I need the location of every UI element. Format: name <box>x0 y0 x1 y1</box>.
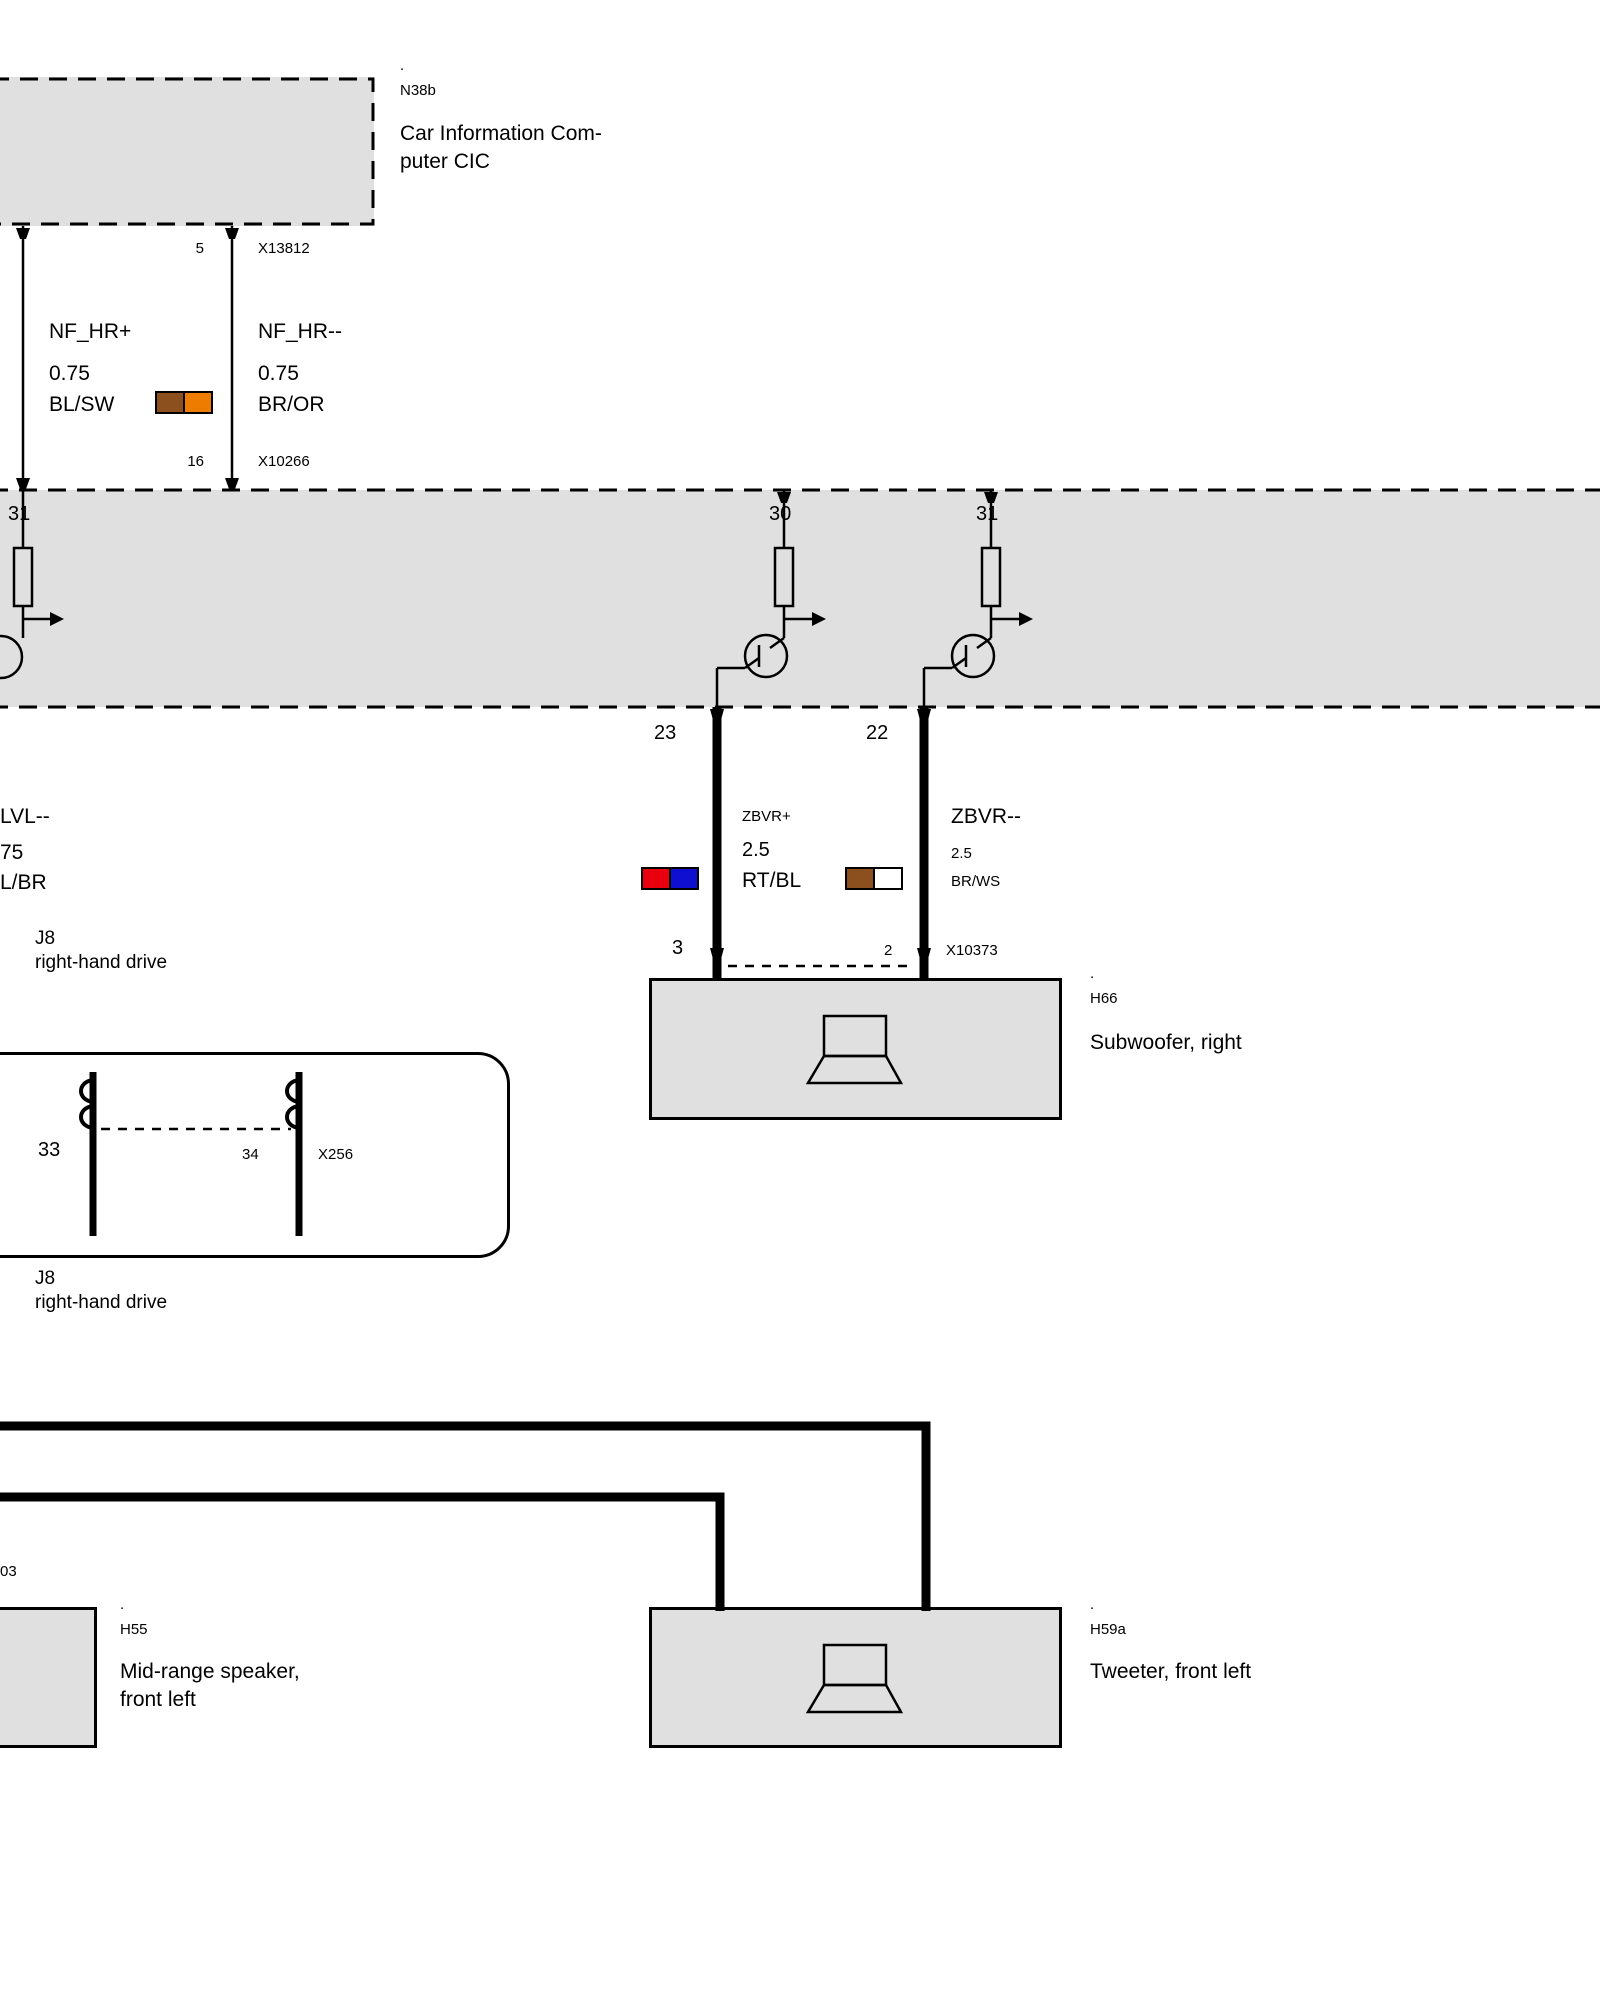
connector-x10373-label: X10373 <box>946 942 998 959</box>
swatch-right-half <box>671 869 697 888</box>
nf-hr-wires <box>21 226 234 490</box>
midrange-name-line1: Mid-range speaker, <box>120 1660 300 1683</box>
tweeter-box <box>649 1607 1062 1748</box>
subwoofer-pin-2-label: 2 <box>884 942 893 959</box>
midrange-speaker-box <box>0 1607 97 1748</box>
zbvr-plus-label: ZBVR+ <box>742 808 791 825</box>
amp-pin-30-label: 30 <box>769 503 792 525</box>
amp-pin-31-right-label: 31 <box>976 503 999 525</box>
br-ws-color-swatch <box>845 867 903 890</box>
swatch-left-half <box>847 869 875 888</box>
cic-code: N38b <box>400 82 436 99</box>
pin-5-label: 5 <box>195 240 204 257</box>
tweeter-name: Tweeter, front left <box>1090 1660 1252 1683</box>
subwoofer-dot: . <box>1090 965 1095 982</box>
swatch-right-half <box>875 869 901 888</box>
midrange-connector-fragment: 03 <box>0 1563 17 1580</box>
nf-hr-plus-label: NF_HR+ <box>49 320 132 343</box>
midrange-code: H55 <box>120 1621 148 1638</box>
amp-pin-22-label: 22 <box>866 722 889 744</box>
j8-lower-code: J8 <box>35 1268 56 1289</box>
amplifier-band <box>0 490 1600 707</box>
subwoofer-code: H66 <box>1090 990 1118 1007</box>
zbvr-minus-color-code: BR/WS <box>951 873 1001 890</box>
speaker-bus-wires <box>0 1421 931 1611</box>
swatch-left-half <box>157 393 185 412</box>
cic-module-box <box>0 77 374 226</box>
subwoofer-pin-3-label: 3 <box>672 937 684 959</box>
x256-pin-34-label: 34 <box>242 1146 259 1163</box>
zbvr-minus-gauge: 2.5 <box>951 845 972 862</box>
x256-pin-33-label: 33 <box>38 1139 61 1161</box>
br-or-color-swatch <box>155 391 213 414</box>
j8-upper-code: J8 <box>35 928 56 949</box>
connector-x13812-label: X13812 <box>258 240 310 257</box>
midrange-name-line2: front left <box>120 1688 196 1711</box>
x256-connector-box <box>0 1052 510 1258</box>
j8-upper-desc: right-hand drive <box>35 952 168 973</box>
lvl-wire-gauge: 75 <box>0 841 24 864</box>
tweeter-code: H59a <box>1090 1621 1126 1638</box>
nf-hr-minus-label: NF_HR-- <box>258 320 342 343</box>
tweeter-dot: . <box>1090 1596 1095 1613</box>
zbvr-plus-gauge: 2.5 <box>742 839 770 861</box>
swatch-left-half <box>643 869 671 888</box>
cic-dot: . <box>400 57 405 74</box>
nf-hr-plus-color-code: BL/SW <box>49 393 115 416</box>
cic-name-line2: puter CIC <box>400 150 490 173</box>
nf-hr-minus-color-code: BR/OR <box>258 393 325 416</box>
lvl-wire-label: LVL-- <box>0 805 50 828</box>
amp-pin-31-left-label: 31 <box>8 503 31 525</box>
zbvr-plus-color-code: RT/BL <box>742 869 802 892</box>
connector-x256-label: X256 <box>318 1146 354 1163</box>
pin-16-label: 16 <box>187 453 204 470</box>
lvl-wire-color-code: L/BR <box>0 871 47 894</box>
subwoofer-name: Subwoofer, right <box>1090 1031 1242 1054</box>
subwoofer-box <box>649 978 1062 1120</box>
connector-x10266-label: X10266 <box>258 453 310 470</box>
zbvr-minus-label: ZBVR-- <box>951 805 1021 828</box>
nf-hr-plus-gauge: 0.75 <box>49 362 90 385</box>
swatch-right-half <box>185 393 211 412</box>
amp-pin-23-label: 23 <box>654 722 677 744</box>
j8-lower-desc: right-hand drive <box>35 1292 168 1313</box>
cic-name-line1: Car Information Com- <box>400 122 602 145</box>
midrange-dot: . <box>120 1596 125 1613</box>
rt-bl-color-swatch <box>641 867 699 890</box>
nf-hr-minus-gauge: 0.75 <box>258 362 299 385</box>
